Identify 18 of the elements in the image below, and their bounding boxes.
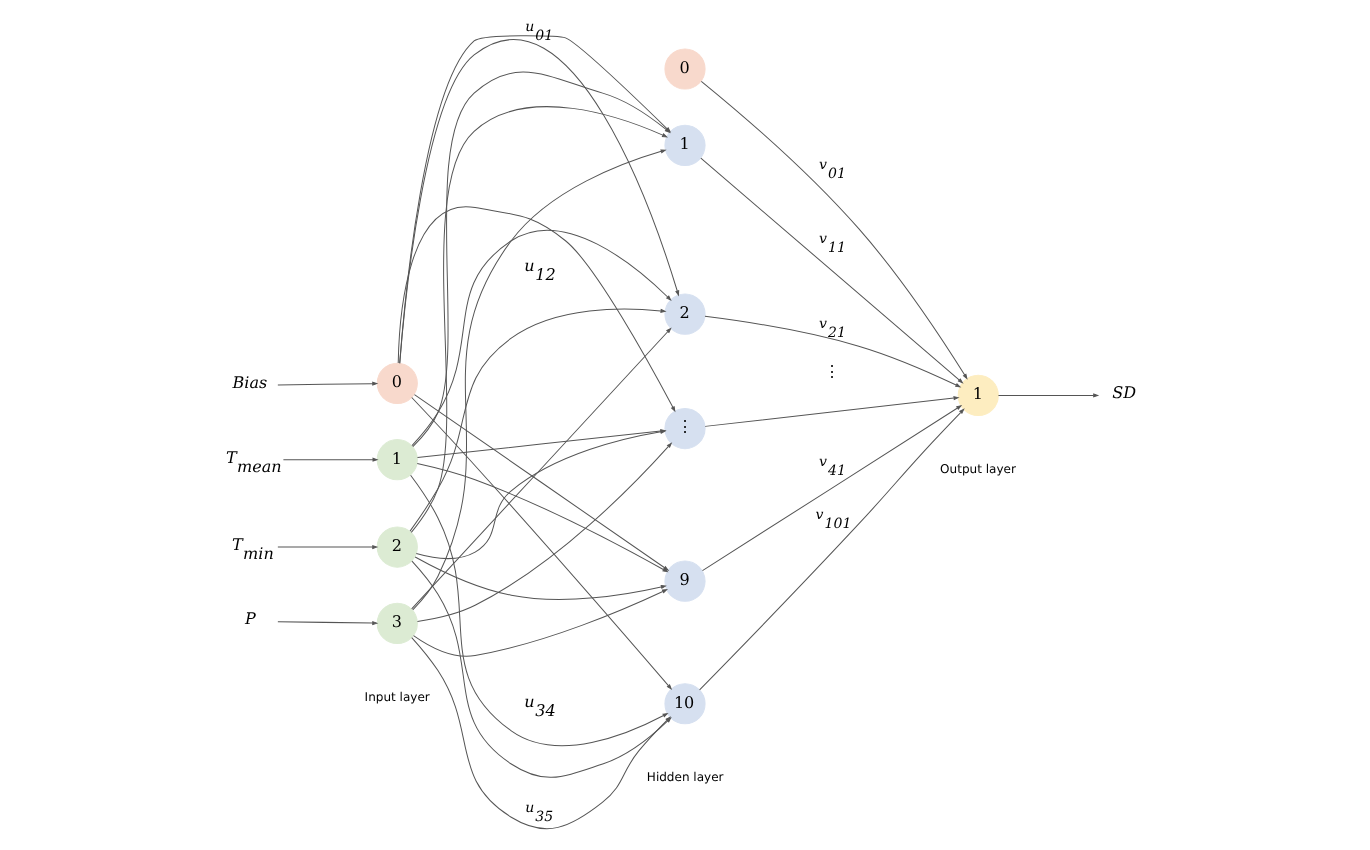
arrow — [997, 393, 1099, 398]
arrow — [410, 474, 668, 747]
arrow — [414, 556, 666, 600]
arrow — [416, 442, 672, 622]
arrow — [411, 328, 672, 610]
arrow — [700, 157, 963, 384]
arrow — [411, 397, 672, 690]
arrow — [277, 621, 378, 625]
arrow — [700, 80, 968, 379]
arrow — [699, 408, 965, 691]
arrow — [282, 457, 378, 462]
arrow — [413, 589, 668, 657]
arrow — [277, 381, 378, 386]
arrow — [416, 463, 668, 573]
arrow — [702, 405, 962, 572]
arrow — [704, 396, 959, 427]
arrow — [277, 545, 378, 549]
arrow — [704, 315, 961, 388]
